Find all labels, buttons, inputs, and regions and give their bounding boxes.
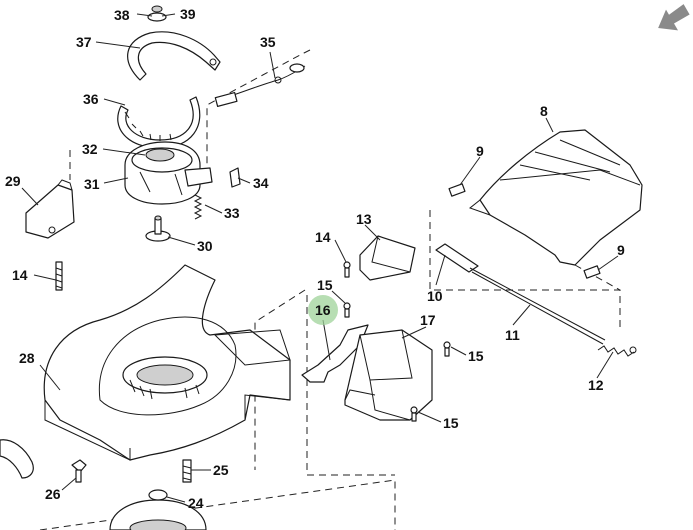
part-handle-fragment <box>0 439 34 479</box>
arrow-down-left-icon[interactable] <box>652 1 693 39</box>
part-15-screw-a <box>343 302 351 318</box>
callout-32[interactable]: 32 <box>82 141 98 157</box>
part-39-washer <box>147 5 167 22</box>
part-26-bolt <box>71 459 87 483</box>
callout-14-center[interactable]: 14 <box>315 229 331 245</box>
callout-15-lower[interactable]: 15 <box>443 415 459 431</box>
part-30-knob <box>145 215 171 242</box>
highlight-circle-16 <box>308 295 338 325</box>
part-37-bracket <box>127 31 221 81</box>
part-12-spring <box>597 345 637 357</box>
part-8-rear-cover <box>468 129 643 266</box>
part-9-pin-bottom <box>583 265 601 279</box>
part-15-screw-c <box>410 406 418 422</box>
callout-11[interactable]: 11 <box>505 327 520 343</box>
part-17-chute <box>344 329 433 421</box>
callout-24[interactable]: 24 <box>188 495 204 511</box>
callout-15-upper[interactable]: 15 <box>317 277 333 293</box>
part-28-mower-deck <box>43 264 291 461</box>
callout-37[interactable]: 37 <box>76 34 92 50</box>
callout-12[interactable]: 12 <box>588 377 604 393</box>
callout-25[interactable]: 25 <box>213 462 229 478</box>
part-9-pin-top <box>448 183 466 197</box>
part-33-spring <box>193 194 203 220</box>
callout-8[interactable]: 8 <box>540 103 548 119</box>
callout-35[interactable]: 35 <box>260 34 276 50</box>
callout-10[interactable]: 10 <box>427 288 443 304</box>
callout-28[interactable]: 28 <box>19 350 35 366</box>
part-24-blade-adaptor <box>109 489 207 530</box>
part-15-screw-b <box>443 341 451 357</box>
callout-29[interactable]: 29 <box>5 173 21 189</box>
leader-lines <box>21 13 619 503</box>
part-36-ring <box>117 96 201 149</box>
callout-34[interactable]: 34 <box>253 175 269 191</box>
assembly-dashed-lines <box>39 49 621 530</box>
part-11-rod <box>469 267 606 345</box>
callout-13[interactable]: 13 <box>356 211 372 227</box>
callout-14-left[interactable]: 14 <box>12 267 28 283</box>
part-14-bolt-left <box>55 261 63 291</box>
callout-33[interactable]: 33 <box>224 205 240 221</box>
callout-16[interactable]: 16 <box>315 302 331 318</box>
callout-36[interactable]: 36 <box>83 91 99 107</box>
callout-17[interactable]: 17 <box>420 312 436 328</box>
part-14-screw-center <box>343 261 351 278</box>
callout-30[interactable]: 30 <box>197 238 213 254</box>
part-25-bolt <box>182 459 192 483</box>
callout-9-bottom[interactable]: 9 <box>617 242 625 258</box>
callout-38[interactable]: 38 <box>114 7 130 23</box>
part-13-flap <box>359 235 416 281</box>
callout-39[interactable]: 39 <box>180 6 196 22</box>
callout-15-right[interactable]: 15 <box>468 348 484 364</box>
callout-labels: 38 39 37 35 36 32 31 34 33 29 30 14 14 1… <box>5 6 625 511</box>
callout-9-top[interactable]: 9 <box>476 143 484 159</box>
part-34-clip <box>229 167 241 188</box>
part-29-side-cover <box>25 179 75 239</box>
part-35-cable <box>214 63 306 108</box>
part-10-axle-end <box>435 243 479 273</box>
callout-31[interactable]: 31 <box>84 176 100 192</box>
part-31-height-adjuster <box>124 141 213 205</box>
callout-26[interactable]: 26 <box>45 486 61 502</box>
